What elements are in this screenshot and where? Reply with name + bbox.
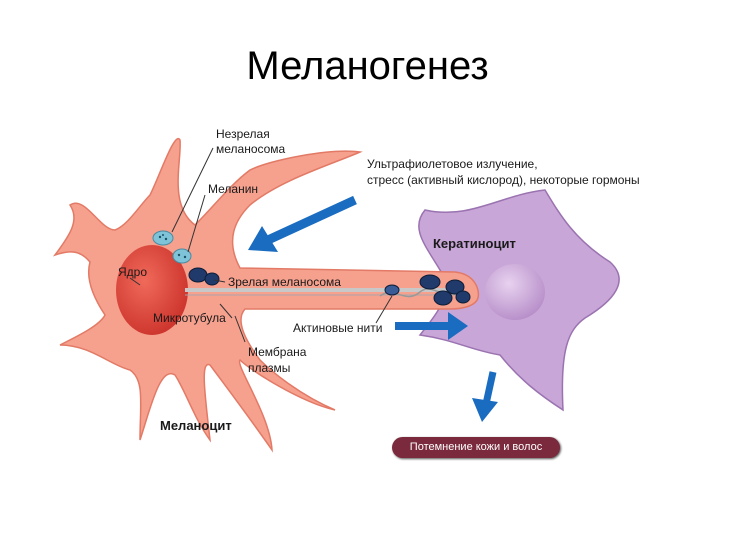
keratinocyte-nucleus (485, 264, 545, 320)
label-immature-melanosome-2: меланосома (216, 142, 286, 156)
result-arrow (472, 371, 498, 422)
label-plasma-membrane-2: плазмы (248, 361, 290, 375)
result-badge: Потемнение кожи и волос (392, 437, 560, 458)
label-uv-line2: стресс (активный кислород), некоторые го… (367, 173, 640, 187)
label-uv-line1: Ультрафиолетовое излучение, (367, 157, 538, 171)
label-keratinocyte: Кератиноцит (433, 236, 516, 251)
label-melanin: Меланин (208, 182, 258, 196)
label-plasma-membrane-1: Мембрана (248, 345, 307, 359)
mature-melanosomes (188, 267, 471, 306)
page-title: Меланогенез (246, 44, 489, 88)
label-immature-melanosome-1: Незрелая (216, 127, 270, 141)
label-microtubule: Микротубула (153, 311, 226, 325)
label-actin-filaments: Актиновые нити (293, 321, 382, 335)
transfer-arrow (395, 312, 468, 340)
immature-melanosomes (152, 230, 192, 264)
uv-arrow (248, 195, 357, 252)
label-melanocyte: Меланоцит (160, 418, 232, 433)
label-mature-melanosome: Зрелая меланосома (228, 275, 341, 289)
label-nucleus: Ядро (118, 265, 147, 279)
melanocyte-cell (52, 137, 480, 453)
nucleus (116, 245, 188, 335)
